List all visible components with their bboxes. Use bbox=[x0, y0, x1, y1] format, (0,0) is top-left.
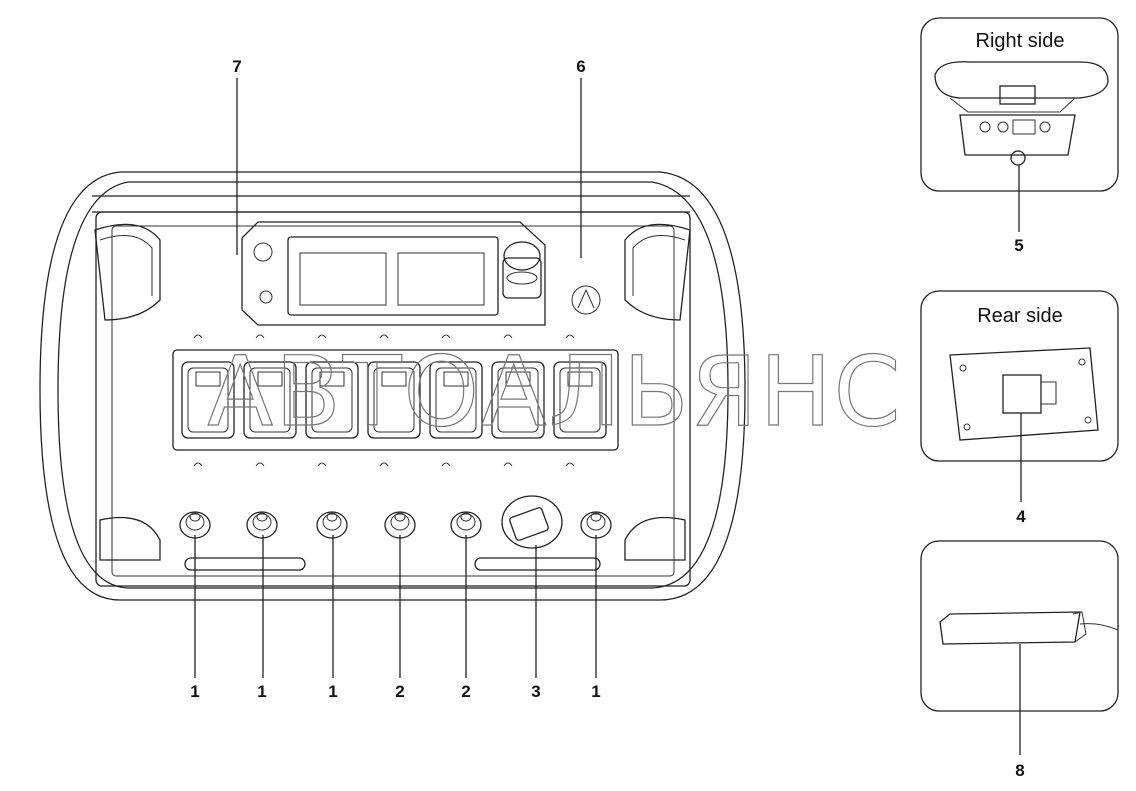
rear-side-title: Rear side bbox=[977, 305, 1063, 327]
callout-4: 4 bbox=[1016, 507, 1026, 526]
screw-icon bbox=[255, 462, 265, 467]
bottom-slot-right bbox=[474, 557, 601, 571]
screw-icon bbox=[317, 334, 327, 339]
screw-icon bbox=[379, 334, 389, 339]
leader-lines bbox=[194, 78, 597, 678]
screw-icon bbox=[193, 334, 203, 339]
callout-8: 8 bbox=[1015, 761, 1024, 780]
display-module bbox=[241, 221, 546, 326]
screw-icon bbox=[565, 334, 575, 339]
callout-3: 3 bbox=[531, 682, 540, 701]
screw-icon bbox=[193, 462, 203, 467]
rocker-switch bbox=[181, 334, 235, 467]
module-panel bbox=[920, 540, 1119, 755]
rotary-selector bbox=[501, 495, 563, 549]
callout-2: 2 bbox=[395, 682, 404, 701]
toggle-switch bbox=[179, 511, 211, 539]
rocker-switch-bank bbox=[172, 334, 619, 467]
screw-icon bbox=[503, 334, 513, 339]
controller-body bbox=[39, 171, 746, 601]
callout-1: 1 bbox=[591, 682, 600, 701]
rocker-switch bbox=[429, 334, 483, 467]
toggle-switch bbox=[384, 511, 416, 539]
callout-2: 2 bbox=[461, 682, 470, 701]
toggle-switch-row bbox=[179, 511, 612, 539]
callout-7: 7 bbox=[232, 57, 241, 76]
callout-1: 1 bbox=[257, 682, 266, 701]
screw-icon bbox=[379, 462, 389, 467]
callout-5: 5 bbox=[1014, 236, 1023, 255]
rear-side-panel: Rear side bbox=[920, 290, 1119, 502]
rocker-switch bbox=[305, 334, 359, 467]
right-side-panel: Right side bbox=[920, 17, 1119, 232]
rocker-switch bbox=[491, 334, 545, 467]
rocker-switch bbox=[553, 334, 607, 467]
bottom-slot-left bbox=[184, 557, 306, 571]
toggle-switch bbox=[246, 511, 278, 539]
callout-6: 6 bbox=[576, 57, 585, 76]
screw-icon bbox=[255, 334, 265, 339]
screw-icon bbox=[503, 462, 513, 467]
toggle-switch bbox=[450, 511, 482, 539]
brand-logo-icon bbox=[571, 285, 601, 315]
rocker-switch bbox=[243, 334, 297, 467]
right-side-title: Right side bbox=[976, 30, 1065, 52]
rocker-switch bbox=[367, 334, 421, 467]
callout-1: 1 bbox=[190, 682, 199, 701]
emergency-stop-knob bbox=[502, 241, 542, 299]
screw-icon bbox=[565, 462, 575, 467]
screw-icon bbox=[441, 334, 451, 339]
watermark-text: АВТОАЛЬЯНС bbox=[207, 336, 902, 448]
screw-icon bbox=[441, 462, 451, 467]
toggle-switch bbox=[580, 511, 612, 539]
toggle-switch bbox=[316, 511, 348, 539]
callout-1: 1 bbox=[328, 682, 337, 701]
screw-icon bbox=[317, 462, 327, 467]
